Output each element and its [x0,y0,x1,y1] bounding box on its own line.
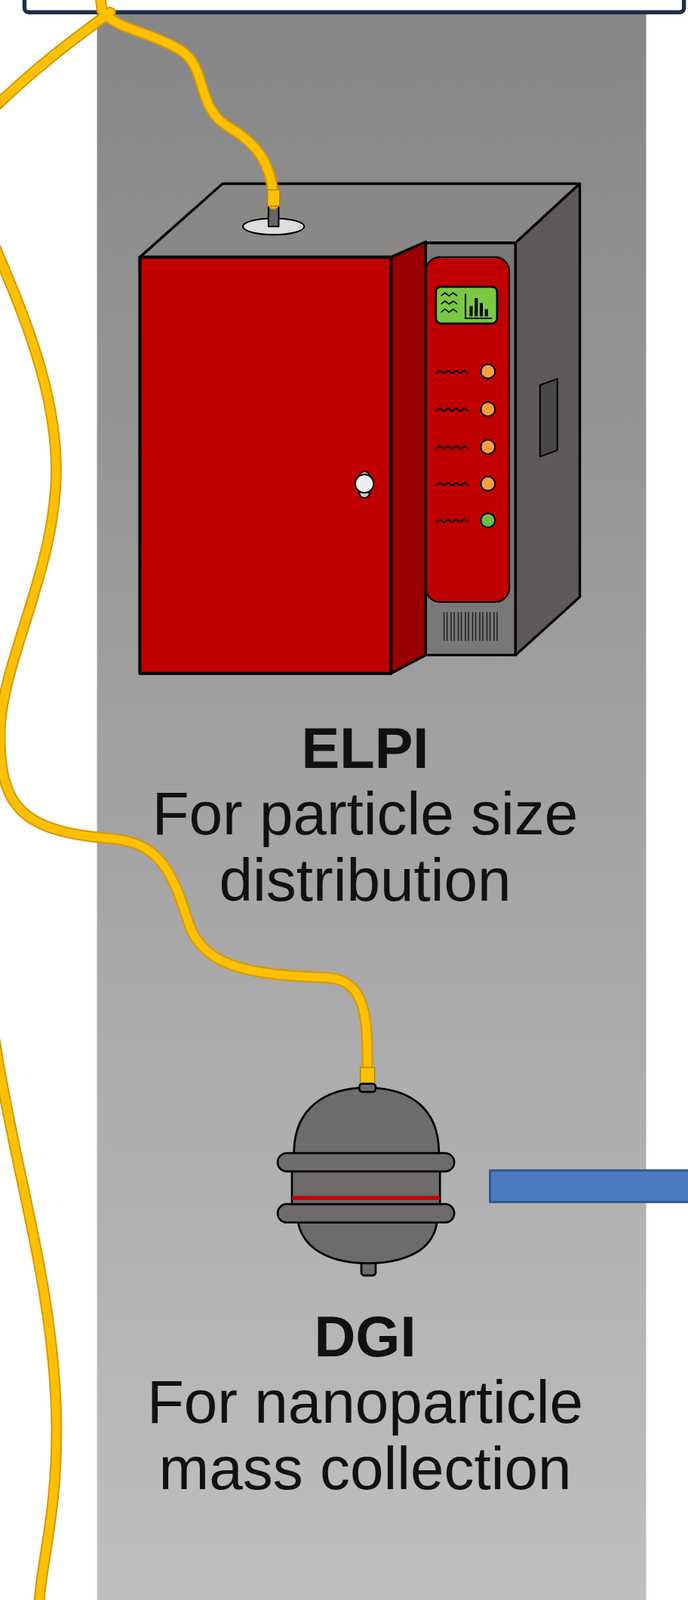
gray-panel [97,0,647,1600]
device-description: For nanoparticle mass collection [101,1369,630,1502]
dgi-impactor [277,1084,455,1276]
device-name: ELPI [101,715,630,781]
top-frame [24,0,684,13]
device-name: DGI [101,1303,630,1370]
device-description: For particle size distribution [101,780,630,914]
device-label: ELPIFor particle size distribution [101,715,630,915]
outlet-bar [489,1170,688,1203]
device-label: DGIFor nanoparticle mass collection [101,1303,630,1503]
elpi-cabinet [139,183,580,673]
